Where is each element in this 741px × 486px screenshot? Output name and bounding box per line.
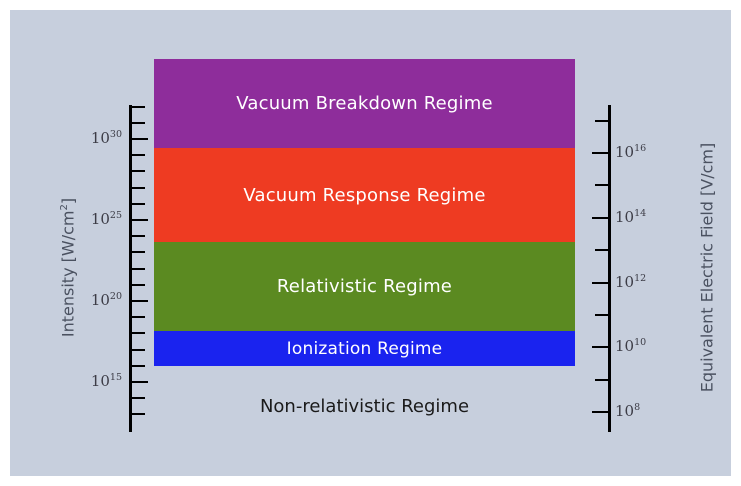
- band-label-relativistic: Relativistic Regime: [276, 276, 453, 297]
- left-axis-tick-1e25: [132, 219, 148, 221]
- right-axis-ticklabel-1e16: 1016: [615, 143, 647, 161]
- left-axis-ticklabel-1e20: 1020: [90, 291, 122, 309]
- left-axis-tick-1e21: [132, 283, 145, 286]
- right-axis-tick-1e17: [595, 119, 608, 122]
- left-axis-tick-1e13: [132, 413, 145, 416]
- right-axis-ticklabel-1e8: 108: [615, 402, 641, 420]
- left-axis-title: Intensity [W/cm2]: [59, 158, 78, 378]
- right-axis-tick-1e8: [592, 411, 608, 413]
- right-axis-ticklabel-1e10: 1010: [615, 337, 647, 356]
- right-axis-tick-1e14: [592, 216, 608, 219]
- right-axis-tick-1e10: [592, 346, 608, 349]
- figure-canvas: Vacuum Breakdown Regime Vacuum Response …: [10, 10, 731, 476]
- left-axis-tick-1e31: [132, 121, 145, 124]
- left-axis-ticklabel-1e15: 1015: [90, 372, 122, 390]
- left-axis-tick-1e24: [132, 235, 145, 238]
- right-axis-title: Equivalent Electric Field [V/cm]: [697, 142, 717, 393]
- band-relativistic: Relativistic Regime: [154, 242, 575, 331]
- left-axis-tick-1e14: [132, 397, 145, 400]
- right-axis-ticklabel-1e14: 1014: [615, 207, 647, 226]
- left-axis-spine: [129, 105, 132, 432]
- left-axis-tick-1e20: [132, 300, 148, 302]
- left-axis-tick-1e22: [132, 267, 145, 270]
- right-axis-tick-1e15: [595, 184, 608, 187]
- right-axis-tick-1e11: [595, 313, 608, 316]
- right-axis-spine: [608, 105, 611, 432]
- right-axis-tick-1e13: [595, 249, 608, 252]
- left-axis-tick-1e23: [132, 251, 145, 254]
- left-axis-tick-1e16: [132, 364, 145, 367]
- left-axis-tick-1e30: [132, 138, 148, 140]
- right-axis-tick-1e12: [592, 281, 608, 284]
- left-axis-tick-1e19: [132, 316, 145, 319]
- left-axis-ticklabel-1e25: 1025: [90, 210, 122, 228]
- band-label-non-relativistic: Non-relativistic Regime: [259, 396, 470, 417]
- right-axis-tick-1e16: [592, 152, 608, 154]
- left-axis-tick-1e27: [132, 186, 145, 189]
- band-vacuum-breakdown: Vacuum Breakdown Regime: [154, 59, 575, 148]
- left-axis-tick-1e15: [132, 381, 148, 383]
- band-vacuum-response: Vacuum Response Regime: [154, 148, 575, 242]
- left-axis-title-suffix: ]: [58, 197, 78, 205]
- left-axis-tick-1e18: [132, 332, 145, 335]
- left-axis-ticklabel-1e30: 1030: [90, 129, 122, 147]
- right-axis-tick-1e9: [595, 378, 608, 381]
- left-axis-tick-1e29: [132, 154, 145, 157]
- band-label-vacuum-response: Vacuum Response Regime: [243, 184, 486, 206]
- left-axis-tick-1e17: [132, 348, 145, 351]
- right-axis-ticklabel-1e12: 1012: [615, 272, 647, 291]
- band-label-ionization: Ionization Regime: [286, 338, 443, 359]
- left-axis-title-main: Intensity [W/cm: [58, 210, 78, 338]
- left-axis-tick-1e26: [132, 202, 145, 205]
- left-axis-tick-1e28: [132, 170, 145, 173]
- band-label-vacuum-breakdown: Vacuum Breakdown Regime: [236, 93, 493, 114]
- band-ionization: Ionization Regime: [154, 331, 575, 366]
- left-axis-title-exponent: 2: [59, 204, 71, 211]
- left-axis-tick-1e32: [132, 105, 145, 108]
